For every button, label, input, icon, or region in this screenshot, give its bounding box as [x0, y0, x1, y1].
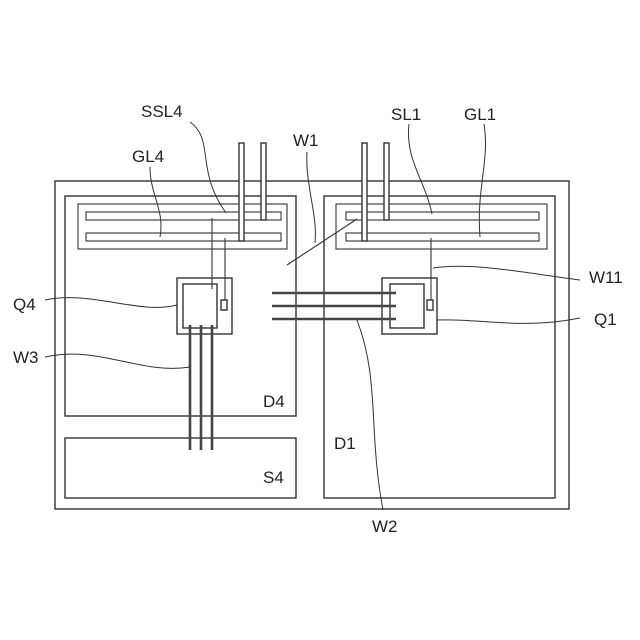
- transistor-q4: [177, 278, 232, 334]
- label-d1: D1: [334, 434, 356, 453]
- label-q1: Q1: [594, 310, 617, 329]
- label-d4: D4: [263, 392, 285, 411]
- right-strip-1: [362, 143, 367, 241]
- right-strip-2: [384, 143, 389, 220]
- label-ssl4: SSL4: [141, 102, 183, 121]
- label-w2: W2: [372, 517, 398, 536]
- left-strip-2: [261, 143, 266, 220]
- label-q4: Q4: [13, 295, 36, 314]
- label-gl4: GL4: [132, 147, 164, 166]
- label-sl1: SL1: [391, 105, 421, 124]
- q1-contact: [427, 300, 433, 310]
- label-gl1: GL1: [464, 105, 496, 124]
- label-s4: S4: [263, 468, 284, 487]
- label-w1: W1: [293, 131, 319, 150]
- label-w11: W11: [589, 268, 623, 287]
- region-s4: [65, 438, 296, 498]
- q4-inner: [183, 284, 217, 328]
- left-strip-1: [239, 143, 244, 241]
- label-w3: W3: [13, 348, 39, 367]
- q4-contact: [221, 300, 227, 310]
